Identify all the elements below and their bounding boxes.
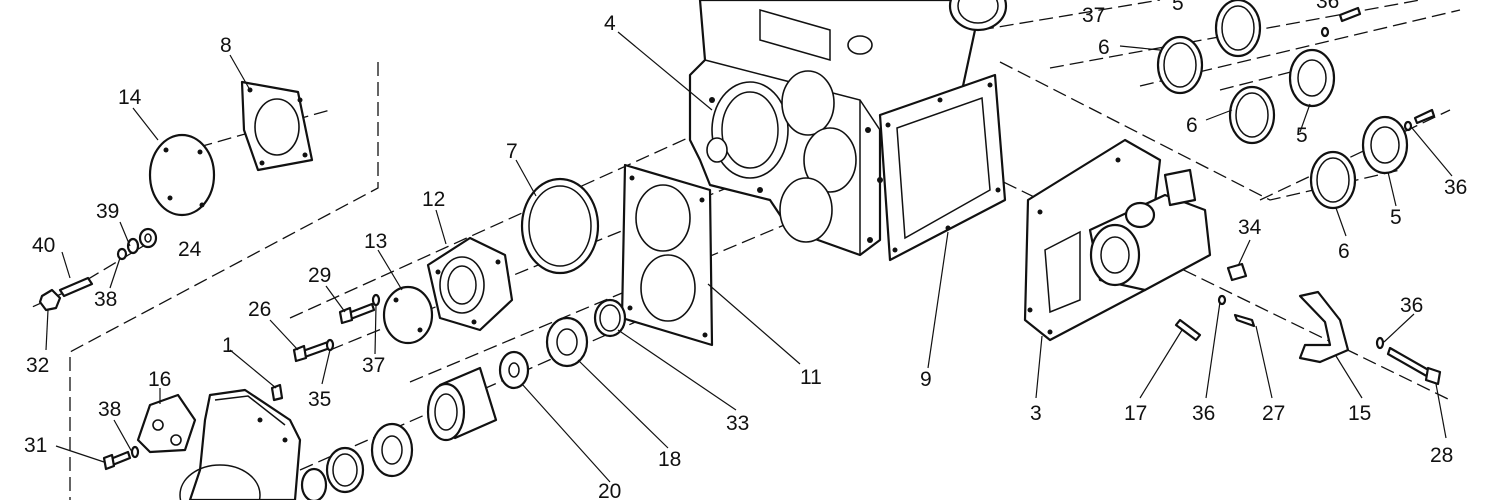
callout-29: 29	[308, 264, 331, 287]
callout-32: 32	[26, 354, 49, 377]
callout-26: 26	[248, 298, 271, 321]
gasket-top	[948, 0, 1008, 32]
callout-9: 9	[920, 368, 932, 391]
callout-8: 8	[220, 34, 232, 57]
bearing-sleeve	[426, 366, 498, 442]
callout-13: 13	[364, 230, 387, 253]
strap-clamp-15	[1298, 290, 1350, 364]
callout-38b: 38	[98, 398, 121, 421]
bolts-right	[1174, 6, 1436, 342]
callout-24: 24	[178, 238, 202, 261]
lower-gear-and-seal	[300, 422, 414, 500]
callout-36d: 36	[1192, 402, 1215, 425]
small-cover-13	[382, 285, 434, 345]
callout-16: 16	[148, 368, 171, 391]
callout-3: 3	[1030, 402, 1042, 425]
bolt-28	[1375, 336, 1442, 386]
callout-37b: 37	[362, 354, 385, 377]
valve-cover-3	[1023, 138, 1212, 342]
o-ring-7	[520, 177, 600, 275]
washer-20	[498, 350, 530, 390]
leader-lines	[45, 31, 1453, 483]
flange-gasket-8	[240, 80, 314, 172]
callout-11: 11	[800, 366, 822, 389]
callout-14: 14	[118, 86, 142, 109]
callout-34: 34	[1238, 216, 1262, 239]
callout-27: 27	[1262, 402, 1285, 425]
callout-15: 15	[1348, 402, 1371, 425]
callout-40: 40	[32, 234, 55, 257]
callout-12: 12	[422, 188, 445, 211]
callout-18: 18	[658, 448, 681, 471]
bracket-16	[136, 393, 197, 454]
callout-4: 4	[604, 12, 616, 35]
callout-7: 7	[506, 140, 518, 163]
callout-39: 39	[96, 200, 119, 223]
gear-18	[545, 316, 589, 368]
callout-20: 20	[598, 480, 621, 500]
callout-6a: 6	[1098, 36, 1110, 59]
callout-28: 28	[1430, 444, 1453, 467]
callout-17: 17	[1124, 402, 1147, 425]
callout-5a: 5	[1172, 0, 1184, 15]
callout-36a: 36	[1316, 0, 1339, 13]
main-housing	[688, 0, 977, 257]
callout-37a: 37	[1082, 4, 1105, 27]
callout-36c: 36	[1400, 294, 1423, 317]
ring-33	[593, 298, 627, 338]
callout-6c: 6	[1338, 240, 1350, 263]
gasket-9	[878, 73, 1007, 262]
lower-housing-1	[179, 383, 302, 500]
bolts-center-left	[292, 293, 381, 363]
callout-5b: 5	[1296, 124, 1308, 147]
callout-labels: 1 3 4 5 5 5 6 6 6 7 8 9 11 12 13 14 15 1…	[24, 0, 1467, 500]
fastener-set-left	[38, 227, 158, 312]
bearing-cover-12	[426, 236, 514, 332]
callout-36b: 36	[1444, 176, 1467, 199]
gasket-11	[620, 163, 714, 347]
bolt-31	[102, 445, 140, 471]
gaskets-right	[1156, 0, 1409, 210]
callout-1: 1	[222, 334, 234, 357]
callout-35: 35	[308, 388, 331, 411]
callout-33: 33	[726, 412, 749, 435]
callout-31: 31	[24, 434, 47, 457]
cover-plate-14	[148, 133, 216, 217]
callout-6b: 6	[1186, 114, 1198, 137]
callout-38a: 38	[94, 288, 117, 311]
callout-5c: 5	[1390, 206, 1402, 229]
